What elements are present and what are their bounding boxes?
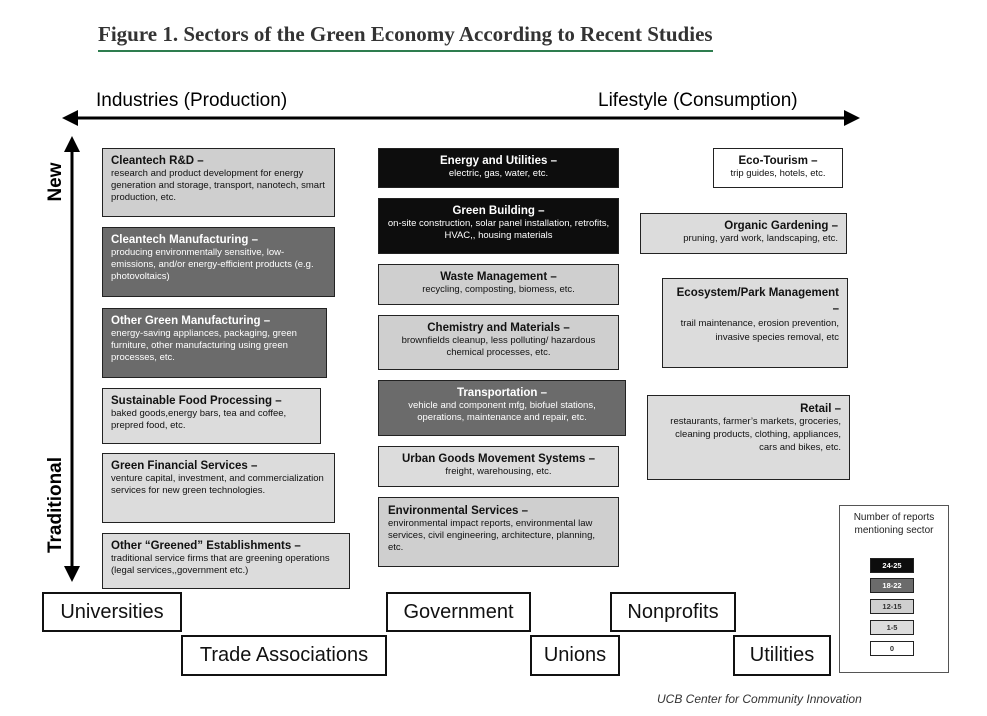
sector-heading: Eco-Tourism – <box>738 155 818 167</box>
org-nonprofits: Nonprofits <box>610 592 736 632</box>
sector-other-greened-establishments: Other “Greened” Establishments – traditi… <box>102 533 350 589</box>
sector-heading: Green Financial Services – <box>111 460 258 472</box>
sector-heading: Cleantech R&D – <box>111 155 204 167</box>
sector-detail: producing environmentally sensitive, low… <box>111 247 314 283</box>
sector-detail: pruning, yard work, landscaping, etc. <box>683 233 838 245</box>
sector-heading: Ecosystem/Park Management – <box>676 287 839 316</box>
axis-label-traditional: Traditional <box>45 456 66 554</box>
horizontal-axis-arrow <box>62 110 860 126</box>
sector-waste-management: Waste Management – recycling, composting… <box>378 264 619 305</box>
sector-cleantech-rd: Cleantech R&D – research and product dev… <box>102 148 335 217</box>
legend-swatch-1-5: 1-5 <box>870 620 914 635</box>
sector-other-green-manufacturing: Other Green Manufacturing – energy-savin… <box>102 308 327 378</box>
sector-organic-gardening: Organic Gardening – pruning, yard work, … <box>640 213 847 254</box>
sector-detail: electric, gas, water, etc. <box>448 168 549 180</box>
sector-sustainable-food-processing: Sustainable Food Processing – baked good… <box>102 388 321 444</box>
sector-detail: on-site construction, solar panel instal… <box>387 218 610 242</box>
credit-line: UCB Center for Community Innovation <box>657 692 862 706</box>
axis-label-industries: Industries (Production) <box>96 90 288 111</box>
org-trade-associations: Trade Associations <box>181 635 387 676</box>
sector-heading: Chemistry and Materials – <box>427 322 570 334</box>
sector-heading: Sustainable Food Processing – <box>111 395 282 407</box>
legend: Number of reports mentioning sector 24-2… <box>839 505 949 673</box>
sector-urban-goods-movement: Urban Goods Movement Systems – freight, … <box>378 446 619 487</box>
legend-title: Number of reports mentioning sector <box>853 512 935 536</box>
sector-environmental-services: Environmental Services – environmental i… <box>378 497 619 567</box>
sector-chemistry-materials: Chemistry and Materials – brownfields cl… <box>378 315 619 370</box>
sector-detail: baked goods,energy bars, tea and coffee,… <box>111 408 287 432</box>
sector-heading: Urban Goods Movement Systems – <box>402 453 595 465</box>
axis-label-new: New <box>45 162 66 202</box>
legend-swatch-12-15: 12-15 <box>870 599 914 614</box>
sector-detail: vehicle and component mfg, biofuel stati… <box>408 400 596 424</box>
sector-detail: environmental impact reports, environmen… <box>388 518 595 554</box>
sector-energy-utilities: Energy and Utilities – electric, gas, wa… <box>378 148 619 188</box>
sector-heading: Waste Management – <box>440 271 557 283</box>
sector-green-building: Green Building – on-site construction, s… <box>378 198 619 254</box>
sector-eco-tourism: Eco-Tourism – trip guides, hotels, etc. <box>713 148 843 188</box>
sector-heading: Other Green Manufacturing – <box>111 315 271 327</box>
sector-detail: research and product development for ene… <box>111 168 325 204</box>
sector-heading: Environmental Services – <box>388 505 528 517</box>
sector-detail: venture capital, investment, and commerc… <box>111 473 324 497</box>
sector-detail: recycling, composting, biomess, etc. <box>422 284 575 296</box>
vertical-axis-arrow <box>64 136 80 582</box>
sector-detail: restaurants, farmer’s markets, groceries… <box>670 416 841 453</box>
sector-heading: Energy and Utilities – <box>440 155 557 167</box>
sector-heading: Organic Gardening – <box>724 220 838 232</box>
sector-retail: Retail – restaurants, farmer’s markets, … <box>647 395 850 480</box>
sector-cleantech-manufacturing: Cleantech Manufacturing – producing envi… <box>102 227 335 297</box>
org-unions: Unions <box>530 635 620 676</box>
figure-title: Figure 1. Sectors of the Green Economy A… <box>98 22 713 52</box>
sector-detail: freight, warehousing, etc. <box>445 466 552 478</box>
org-government: Government <box>386 592 531 632</box>
sector-ecosystem-park-management: Ecosystem/Park Management – trail mainte… <box>662 278 848 368</box>
sector-heading: Transportation – <box>456 387 548 399</box>
sector-detail: energy-saving appliances, packaging, gre… <box>111 328 297 364</box>
sector-transportation: Transportation – vehicle and component m… <box>378 380 626 436</box>
sector-green-financial-services: Green Financial Services – venture capit… <box>102 453 335 523</box>
sector-heading: Retail – <box>800 403 841 415</box>
sector-detail: brownfields cleanup, less polluting/ haz… <box>401 335 596 359</box>
sector-heading: Other “Greened” Establishments – <box>111 540 301 552</box>
sector-heading: Cleantech Manufacturing – <box>111 234 258 246</box>
org-universities: Universities <box>42 592 182 632</box>
org-utilities: Utilities <box>733 635 831 676</box>
legend-swatch-0: 0 <box>870 641 914 656</box>
legend-swatch-18-22: 18-22 <box>870 578 914 593</box>
axis-label-lifestyle: Lifestyle (Consumption) <box>598 90 798 111</box>
sector-heading: Green Building – <box>452 205 545 217</box>
sector-detail: trail maintenance, erosion prevention, i… <box>680 318 839 343</box>
sector-detail: trip guides, hotels, etc. <box>730 168 826 180</box>
legend-swatch-24-25: 24-25 <box>870 558 914 573</box>
sector-detail: traditional service firms that are green… <box>111 553 330 577</box>
